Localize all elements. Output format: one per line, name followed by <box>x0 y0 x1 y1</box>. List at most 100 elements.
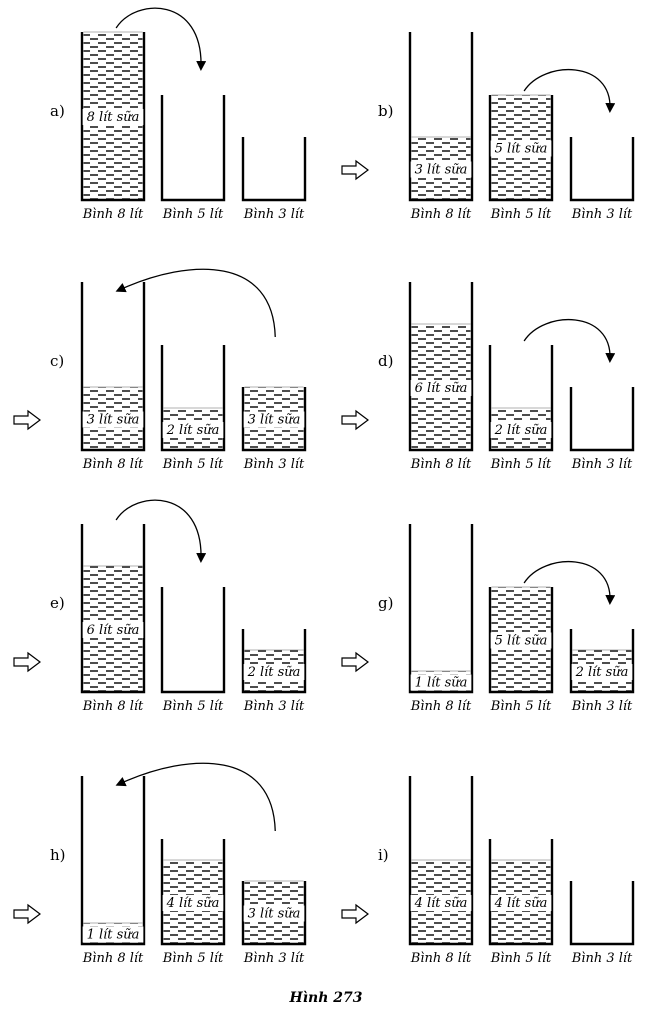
jar-name: Bình 8 lít <box>82 699 144 714</box>
pour-arrow-icon <box>523 319 616 363</box>
jar-3l: Bình 3 lít <box>569 137 635 222</box>
jar-outline <box>408 32 474 202</box>
jar-name: Bình 3 lít <box>243 457 305 472</box>
jar-outline <box>160 345 226 452</box>
jar-name: Bình 3 lít <box>243 207 305 222</box>
fill-label: 4 lít sữa <box>414 896 468 911</box>
step-label: b) <box>378 102 393 120</box>
jar-outline <box>569 137 635 202</box>
fill-label-bg <box>162 895 224 911</box>
fill-label-bg <box>410 674 472 691</box>
step-label: d) <box>378 352 393 370</box>
jar-name: Bình 5 lít <box>490 457 552 472</box>
jar-name: Bình 3 lít <box>571 951 633 966</box>
pour-arrow-icon <box>115 499 207 563</box>
jar-name: Bình 8 lít <box>82 951 144 966</box>
jar-name: Bình 8 lít <box>410 207 472 222</box>
fill-label: 4 lít sữa <box>166 896 220 911</box>
fill-label-bg <box>490 422 552 438</box>
fill-label-bg <box>82 109 144 125</box>
jar-name: Bình 5 lít <box>162 207 224 222</box>
jar-outline <box>488 587 554 694</box>
jar-name: Bình 3 lít <box>571 457 633 472</box>
jar-name: Bình 3 lít <box>571 207 633 222</box>
fill-label: 2 lít sữa <box>494 423 548 438</box>
step-label: c) <box>50 352 64 370</box>
jar-outline <box>408 776 474 946</box>
fill-label-bg <box>82 622 144 638</box>
fill-label: 2 lít sữa <box>575 665 629 680</box>
jar-outline <box>488 345 554 452</box>
jar-outline <box>569 387 635 452</box>
jar-outline <box>241 387 307 452</box>
fill-label-bg <box>410 161 472 178</box>
jar-name: Bình 3 lít <box>571 699 633 714</box>
pour-arrow-icon <box>523 69 616 113</box>
fill-label-bg <box>82 411 144 428</box>
jar-outline <box>569 629 635 694</box>
next-step-arrow-icon <box>13 651 41 673</box>
jar-name: Bình 5 lít <box>162 457 224 472</box>
jar-outline <box>569 881 635 946</box>
jar-3l: Bình 3 lít <box>569 387 635 472</box>
jar-5l: Bình 5 lít <box>160 95 226 222</box>
fill-label-bg <box>82 926 144 943</box>
fill-label: 3 lít sữa <box>248 907 301 922</box>
next-step-arrow-icon <box>13 903 41 925</box>
fill-label-bg <box>490 895 552 911</box>
jar-outline <box>241 881 307 946</box>
jar-name: Bình 8 lít <box>410 699 472 714</box>
fill-label: 2 lít sữa <box>247 665 301 680</box>
pour-arrow-icon <box>115 762 276 832</box>
fill-label: 6 lít sữa <box>415 381 468 396</box>
fill-label: 8 lít sữa <box>87 110 140 125</box>
fill-label-bg <box>243 664 305 680</box>
jar-name: Bình 3 lít <box>243 951 305 966</box>
jar-outline <box>241 137 307 202</box>
jar-outline <box>80 282 146 452</box>
jar-name: Bình 5 lít <box>490 951 552 966</box>
fill-label: 3 lít sữa <box>248 413 301 428</box>
jar-name: Bình 8 lít <box>410 457 472 472</box>
jar-outline <box>408 282 474 452</box>
jar-outline <box>80 776 146 946</box>
jar-5l: Bình 5 lít <box>160 587 226 714</box>
fill-label-bg <box>490 140 552 157</box>
fill-label: 3 lít sữa <box>87 413 140 428</box>
fill-label: 6 lít sữa <box>87 623 140 638</box>
fill-label: 1 lít sữa <box>415 676 468 691</box>
jar-outline <box>160 587 226 694</box>
step-label: a) <box>50 102 65 120</box>
jar-name: Bình 3 lít <box>243 699 305 714</box>
next-step-arrow-icon <box>341 651 369 673</box>
step-label: g) <box>378 594 393 612</box>
fill-label-bg <box>571 664 633 680</box>
jar-outline <box>488 839 554 946</box>
fill-label-bg <box>410 895 472 911</box>
jar-outline <box>488 95 554 202</box>
figure-caption: Hình 273 <box>288 990 362 1006</box>
pour-arrow-icon <box>115 268 276 338</box>
fill-label: 1 lít sữa <box>87 928 140 943</box>
